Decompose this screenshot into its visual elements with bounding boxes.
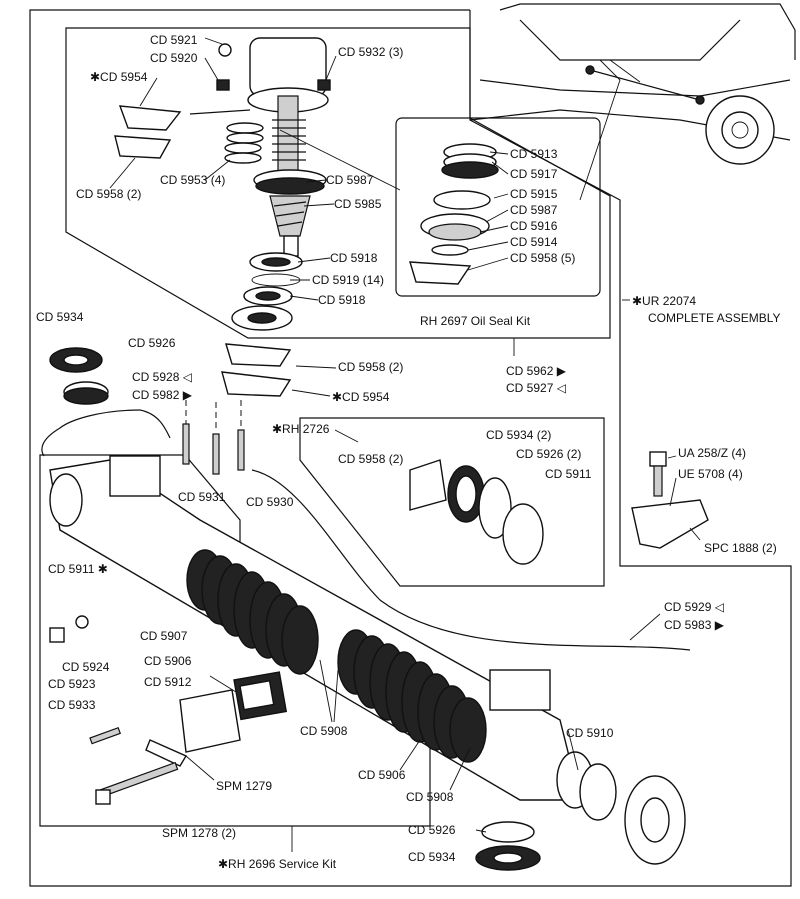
label-cd5912: CD 5912 <box>144 675 192 689</box>
label-cd5919: CD 5919 (14) <box>312 273 385 287</box>
label-cd5911-star: CD 5911 ✱ <box>48 562 108 576</box>
label-kit-cd5914: CD 5914 <box>510 235 558 249</box>
label-cd5929: CD 5929 ◁ <box>664 600 724 614</box>
left-seal-parts <box>41 347 171 457</box>
label-cd5906-b: CD 5906 <box>358 768 406 782</box>
label-cd5958-top: CD 5958 (2) <box>76 187 142 201</box>
top-shaft-box <box>65 27 611 339</box>
lower-left-parts <box>49 615 288 805</box>
label-cd5958-mid: CD 5958 (2) <box>338 360 404 374</box>
label-oil-seal-kit: RH 2697 Oil Seal Kit <box>420 314 531 328</box>
label-cd5906-a: CD 5906 <box>144 654 192 668</box>
label-cd5924: CD 5924 <box>62 660 110 674</box>
rh2726-parts <box>251 459 691 651</box>
label-spc1888: SPC 1888 (2) <box>704 541 777 555</box>
label-cd5918-a: CD 5918 <box>330 251 378 265</box>
label-rh2726: ✱RH 2726 <box>272 422 330 436</box>
label-cd5987-shaft: CD 5987 <box>326 173 374 187</box>
label-cd5983: CD 5983 ▶ <box>664 618 724 632</box>
label-sub-cd5934: CD 5934 (2) <box>486 428 552 442</box>
label-cd5931: CD 5931 <box>178 490 226 504</box>
label-ua258: UA 258/Z (4) <box>678 446 747 460</box>
rack-body <box>49 455 686 865</box>
label-cd5926-bottom: CD 5926 <box>408 823 456 837</box>
label-cd5985: CD 5985 <box>334 197 382 211</box>
label-cd5930: CD 5930 <box>246 495 294 509</box>
label-cd5954-top: ✱CD 5954 <box>90 70 148 84</box>
outer-frame <box>29 9 792 887</box>
label-spm1278: SPM 1278 (2) <box>162 826 237 840</box>
label-cd5927: CD 5927 ◁ <box>506 381 566 395</box>
label-sub-cd5911: CD 5911 <box>545 467 592 481</box>
label-sub-cd5958: CD 5958 (2) <box>338 452 404 466</box>
label-kit-cd5917: CD 5917 <box>510 167 558 181</box>
label-cd5928: CD 5928 ◁ <box>132 370 192 384</box>
label-cd5908-b: CD 5908 <box>406 790 454 804</box>
label-cd5921: CD 5921 <box>150 33 198 47</box>
label-cd5923: CD 5923 <box>48 677 96 691</box>
label-cd5907: CD 5907 <box>140 629 188 643</box>
label-cd5918-b: CD 5918 <box>318 293 366 307</box>
label-cd5934-bottom: CD 5934 <box>408 850 456 864</box>
label-cd5926-left: CD 5926 <box>128 336 176 350</box>
mid-gaskets <box>182 343 292 475</box>
label-cd5933: CD 5933 <box>48 698 96 712</box>
car-silhouette <box>469 3 796 201</box>
label-cd5954-mid: ✱CD 5954 <box>332 390 390 404</box>
label-spm1279: SPM 1279 <box>216 779 273 793</box>
label-ue5708: UE 5708 (4) <box>678 467 743 481</box>
label-sub-cd5926: CD 5926 (2) <box>516 447 582 461</box>
leader-lines <box>109 37 701 859</box>
oil-seal-kit-parts <box>409 143 499 285</box>
label-kit-cd5915: CD 5915 <box>510 187 558 201</box>
label-service-kit: ✱RH 2696 Service Kit <box>218 857 337 871</box>
label-complete-assembly-2: COMPLETE ASSEMBLY <box>648 311 781 325</box>
shaft-assembly <box>114 37 331 331</box>
label-complete-assembly-1: ✱UR 22074 <box>632 294 697 308</box>
label-cd5934-left: CD 5934 <box>36 310 84 324</box>
rh2726-box <box>299 417 605 587</box>
label-kit-cd5916: CD 5916 <box>510 219 558 233</box>
label-cd5982: CD 5982 ▶ <box>132 388 192 402</box>
label-kit-cd5913: CD 5913 <box>510 147 558 161</box>
label-cd5920: CD 5920 <box>150 51 198 65</box>
label-kit-cd5958: CD 5958 (5) <box>510 251 576 265</box>
label-kit-cd5987: CD 5987 <box>510 203 558 217</box>
label-cd5953: CD 5953 (4) <box>160 173 226 187</box>
label-cd5910: CD 5910 <box>566 726 614 740</box>
label-cd5908-a: CD 5908 <box>300 724 348 738</box>
bracket-parts <box>631 451 709 549</box>
oil-seal-kit-box <box>395 117 601 297</box>
label-cd5932: CD 5932 (3) <box>338 45 404 59</box>
label-cd5962: CD 5962 ▶ <box>506 364 566 378</box>
